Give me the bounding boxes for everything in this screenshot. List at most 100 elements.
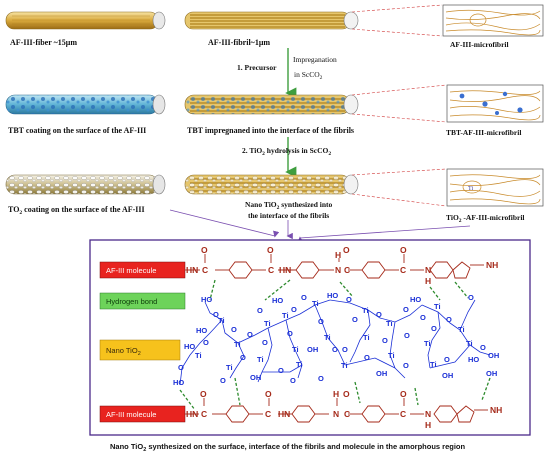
svg-text:Ti: Ti: [292, 345, 299, 354]
svg-text:O: O: [231, 325, 237, 334]
svg-text:Ti: Ti: [282, 311, 289, 320]
row3-nano-line1: Nano TiO2 synthesized into: [245, 200, 333, 211]
row3-coating-label: TO2 coating on the surface of the AF-III: [8, 205, 145, 216]
svg-text:O: O: [290, 376, 296, 385]
svg-text:O: O: [480, 343, 486, 352]
svg-text:Ti: Ti: [341, 361, 348, 370]
svg-text:Ti: Ti: [386, 319, 393, 328]
top-atom-c-2: C: [268, 265, 274, 275]
svg-text:OH: OH: [486, 369, 497, 378]
row1-fiber-label: AF-III-fiber ~15μm: [10, 38, 77, 47]
row3-microfibril-box: Ti: [446, 168, 544, 207]
svg-text:Ti: Ti: [234, 340, 241, 349]
legend-af-molecule-text: AF-III molecule: [106, 266, 156, 275]
step1-label: 1. Precursor: [237, 63, 277, 72]
svg-text:O: O: [404, 331, 410, 340]
arrow-micro-to-panel: [297, 225, 471, 244]
svg-text:HO: HO: [327, 291, 338, 300]
svg-text:O: O: [403, 361, 409, 370]
step2-label: 2. TiO2 hydrolysis in ScCO2: [242, 146, 331, 157]
row2-microfibril-label: TBT-AF-III-microfibril: [446, 128, 521, 137]
top-atom-n-1: N: [335, 265, 341, 275]
svg-text:HO: HO: [410, 295, 421, 304]
svg-text:OH: OH: [307, 345, 318, 354]
svg-text:OH: OH: [250, 373, 261, 382]
top-atom-c-4: C: [344, 265, 350, 275]
top-atom-o-4: O: [343, 245, 350, 255]
legend-af-molecule-bottom-text: AF-III molecule: [106, 410, 156, 419]
row3-microfibril-label: TiO2 -AF-III-microfibril: [446, 213, 525, 224]
bottom-chain-atoms: HN C O C O HN N H C O C O N H NH: [186, 389, 502, 430]
top-polymer-chain: [185, 254, 484, 279]
svg-text:O: O: [346, 295, 352, 304]
svg-text:O: O: [220, 376, 226, 385]
top-atom-hn-2: HN: [279, 265, 291, 275]
row2-coating-label: TBT coating on the surface of the AF-III: [8, 126, 146, 135]
arrow-surface-to-panel: [169, 209, 280, 238]
svg-text:HO: HO: [272, 296, 283, 305]
svg-text:Ti: Ti: [434, 302, 441, 311]
row1-microfibril-box: [442, 4, 544, 37]
svg-text:O: O: [262, 338, 268, 347]
svg-text:O: O: [203, 338, 209, 347]
svg-text:Ti: Ti: [468, 186, 473, 192]
svg-text:Ti: Ti: [363, 333, 370, 342]
svg-text:O: O: [382, 336, 388, 345]
svg-text:OH: OH: [488, 351, 499, 360]
row2-impregnated-label: TBT impregnaned into the interface of th…: [187, 126, 354, 135]
legend-tio2-box: [99, 339, 181, 361]
hydrogen-bonds: [179, 279, 491, 411]
top-atom-hn-1: HN: [186, 265, 198, 275]
bottom-atom-o-3: O: [400, 389, 407, 399]
bottom-atom-c-3: C: [400, 409, 406, 419]
top-atom-o-3: O: [400, 245, 407, 255]
svg-text:Ti: Ti: [218, 316, 225, 325]
row3-tio2-bundle: [184, 174, 359, 195]
svg-text:Ti: Ti: [388, 351, 395, 360]
svg-text:HO: HO: [201, 295, 212, 304]
step1-impregnation-line1: Impreganation: [293, 55, 337, 64]
svg-text:Ti: Ti: [296, 360, 303, 369]
svg-text:O: O: [257, 306, 263, 315]
svg-text:Ti: Ti: [312, 299, 319, 308]
row1-fibril-bundle: [184, 11, 359, 30]
bottom-atom-c-1: C: [201, 409, 207, 419]
tio2-network: [179, 299, 491, 386]
svg-text:O: O: [431, 324, 437, 333]
bottom-atom-n-1: N: [333, 409, 339, 419]
bottom-atom-h-1: H: [333, 389, 339, 399]
top-atom-c-1: C: [202, 265, 208, 275]
bottom-atom-h-2: H: [425, 420, 431, 430]
bottom-atom-hn-2: HN: [278, 409, 290, 419]
svg-text:O: O: [352, 315, 358, 324]
svg-text:Ti: Ti: [264, 319, 271, 328]
svg-text:Ti: Ti: [324, 333, 331, 342]
svg-text:Ti: Ti: [195, 351, 202, 360]
bottom-atom-o-2: O: [265, 389, 272, 399]
svg-text:Ti: Ti: [226, 363, 233, 372]
svg-text:O: O: [213, 310, 219, 319]
bottom-polymer-chain: [185, 398, 488, 423]
row1-microfibril-label: AF-III-microfibril: [450, 40, 509, 49]
svg-text:O: O: [468, 293, 474, 302]
svg-text:HO: HO: [184, 342, 195, 351]
bottom-atom-hn-1: HN: [186, 409, 198, 419]
svg-text:Ti: Ti: [362, 306, 369, 315]
bottom-atom-n-2: N: [425, 409, 431, 419]
svg-text:O: O: [318, 374, 324, 383]
bottom-atom-o-1: O: [200, 389, 207, 399]
figure-caption: Nano TiO2 synthesized on the surface, in…: [110, 442, 465, 453]
svg-text:O: O: [376, 310, 382, 319]
svg-text:O: O: [420, 313, 426, 322]
row3-coated-fiber: [5, 174, 166, 195]
top-atom-o-1: O: [201, 245, 208, 255]
top-atom-o-2: O: [267, 245, 274, 255]
top-chain-atoms: HN C O C O HN N H C O C O N H NH: [186, 245, 498, 286]
legend-hydrogen-text: Hydrogen bond: [106, 297, 157, 306]
row2-impregnated-bundle: [184, 94, 359, 115]
top-atom-c-3: C: [400, 265, 406, 275]
svg-text:O: O: [287, 329, 293, 338]
row2-coated-fiber: [5, 94, 166, 115]
svg-text:Ti: Ti: [430, 360, 437, 369]
svg-text:HO: HO: [468, 355, 479, 364]
